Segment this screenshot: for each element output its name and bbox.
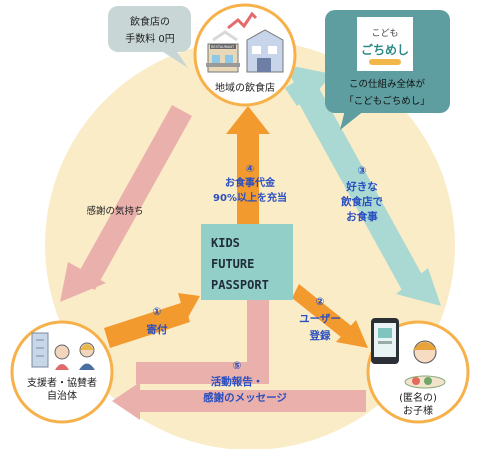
payment-line1: お食事代金 bbox=[225, 176, 276, 189]
donate-number: ① bbox=[153, 306, 162, 318]
thanks-arrow bbox=[60, 105, 192, 302]
fee-line1: 飲食店の bbox=[130, 15, 170, 28]
child-label-line1: (匿名の) bbox=[399, 391, 437, 404]
register-number: ② bbox=[316, 296, 325, 308]
choose-line2: 飲食店で bbox=[340, 195, 383, 208]
choose-arrow bbox=[283, 64, 441, 306]
payment-arrow bbox=[226, 106, 270, 228]
child-label-line2: お子様 bbox=[403, 404, 433, 417]
restaurant-label: 地域の飲食店 bbox=[215, 81, 275, 94]
fee-callout: 飲食店の 手数料 0円 bbox=[108, 6, 191, 68]
fee-line2: 手数料 0円 bbox=[125, 32, 175, 45]
donate-arrow bbox=[104, 293, 200, 348]
payment-line2: 90%以上を充当 bbox=[213, 191, 287, 204]
supporters-icon bbox=[31, 332, 95, 370]
register-line1: ユーザー bbox=[299, 313, 341, 325]
restaurant-node: RESTAURANT 地域の飲食店 bbox=[193, 3, 297, 107]
center-line2: FUTURE bbox=[211, 257, 254, 271]
register-line2: 登録 bbox=[309, 329, 331, 342]
center-line1: KIDS bbox=[211, 236, 240, 250]
choose-line1: 好きな bbox=[345, 180, 378, 193]
report-line1: 活動報告・ bbox=[211, 375, 264, 388]
child-icon bbox=[371, 318, 446, 389]
logo-line1: こども bbox=[371, 28, 398, 39]
brand-line1: この仕組み全体が bbox=[349, 78, 426, 90]
child-node: (匿名の) お子様 bbox=[366, 318, 470, 424]
supporters-label-line1: 支援者・協賛者 bbox=[27, 376, 97, 389]
logo-line2: ごちめし bbox=[361, 42, 409, 57]
register-arrow bbox=[292, 284, 368, 348]
brand-callout: こども ごちめし この仕組み全体が 「こどもごちめし」 bbox=[325, 10, 450, 130]
report-arrow bbox=[112, 300, 366, 420]
supporters-node: 支援者・協賛者 自治体 bbox=[10, 320, 114, 424]
donate-label: 寄付 bbox=[147, 323, 168, 336]
restaurant-sign: RESTAURANT bbox=[211, 45, 235, 49]
choose-line3: お食事 bbox=[346, 210, 378, 223]
thanks-label: 感謝の気持ち bbox=[86, 205, 143, 217]
report-number: ⑤ bbox=[233, 360, 242, 372]
supporters-label-line2: 自治体 bbox=[47, 389, 77, 402]
kids-future-passport-box bbox=[201, 224, 293, 300]
brand-line2: 「こどもごちめし」 bbox=[344, 95, 430, 107]
payment-number: ④ bbox=[246, 164, 254, 175]
restaurant-icon: RESTAURANT bbox=[206, 11, 284, 73]
report-line2: 感謝のメッセージ bbox=[203, 391, 287, 404]
choose-number: ③ bbox=[358, 165, 367, 177]
center-line3: PASSPORT bbox=[211, 278, 269, 292]
